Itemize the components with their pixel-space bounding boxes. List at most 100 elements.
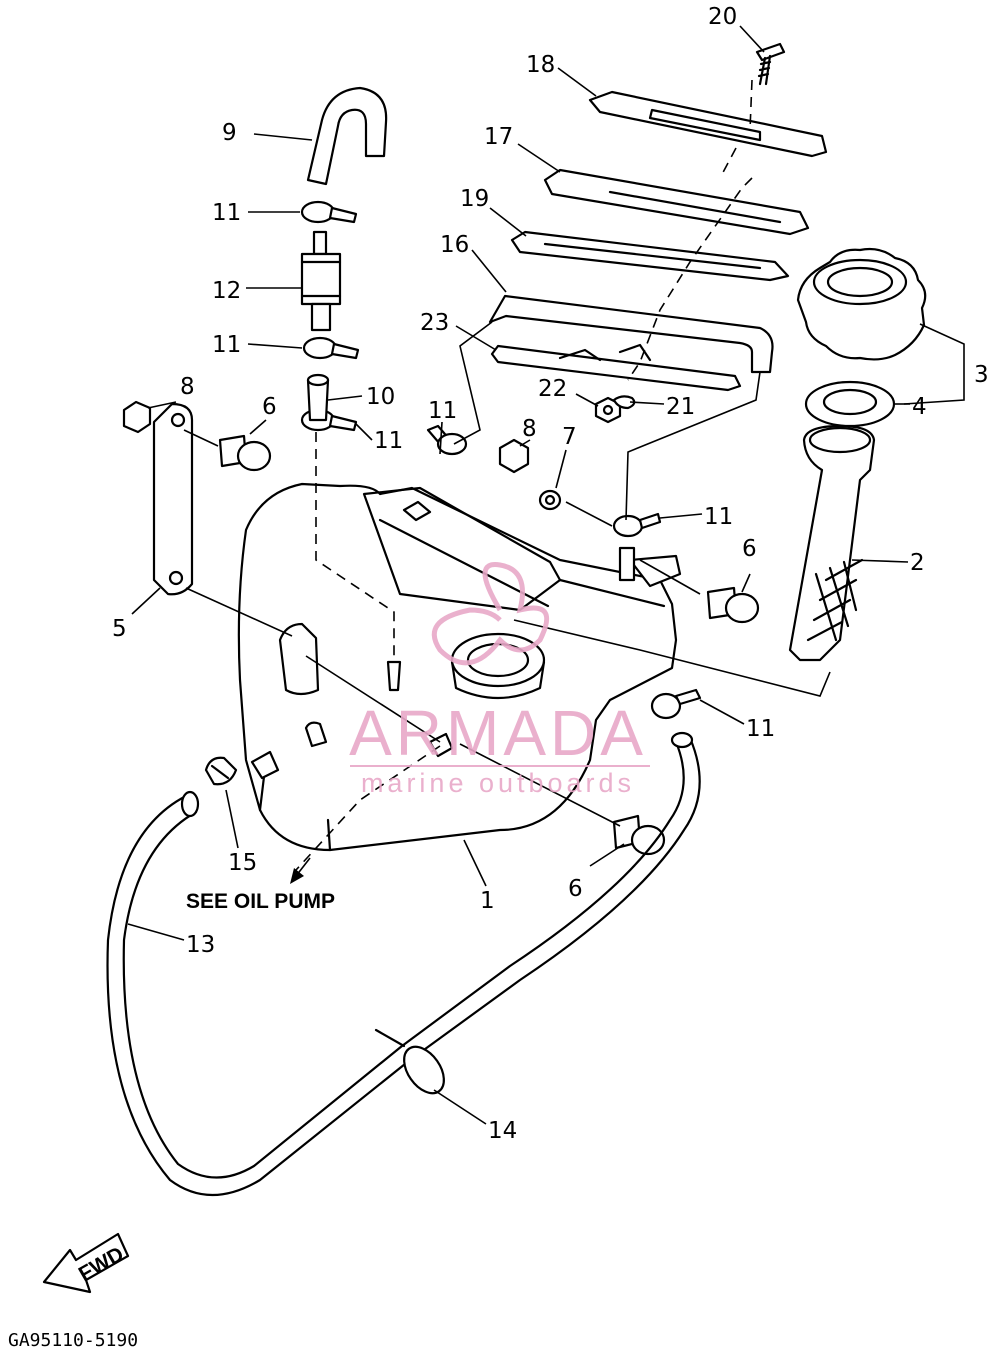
callout-18: 18 — [526, 52, 597, 97]
callout-2: 2 — [851, 550, 925, 576]
svg-text:15: 15 — [228, 850, 257, 876]
part-strainer-2 — [788, 424, 876, 662]
callout-11d: 11 — [428, 398, 457, 455]
callout-13: 13 — [127, 923, 215, 958]
part-clamp-11d — [426, 424, 468, 456]
watermark-tagline: marine outboards — [361, 768, 635, 798]
svg-text:6: 6 — [742, 536, 757, 562]
fwd-arrow: FWD — [42, 1232, 130, 1294]
part-tank-1 — [237, 482, 682, 852]
part-frame-17 — [543, 168, 810, 236]
svg-text:11: 11 — [428, 398, 457, 424]
callout-14: 14 — [433, 1089, 517, 1144]
svg-text:11: 11 — [374, 428, 403, 454]
callout-22: 22 — [538, 376, 599, 407]
svg-text:11: 11 — [212, 332, 241, 358]
svg-text:22: 22 — [538, 376, 567, 402]
svg-text:1: 1 — [480, 888, 495, 914]
callout-16: 16 — [440, 232, 507, 293]
callout-6c: 6 — [568, 843, 625, 902]
svg-text:4: 4 — [912, 394, 927, 420]
callout-11e: 11 — [659, 504, 733, 530]
callout-11b: 11 — [212, 332, 303, 358]
part-gasket-19 — [510, 230, 790, 282]
callout-19: 19 — [460, 186, 527, 237]
part-clip-21 — [612, 395, 636, 410]
watermark-brand: ARMADA — [349, 697, 647, 769]
part-clamp-11e — [612, 512, 662, 538]
callout-21: 21 — [629, 394, 695, 420]
callout-17: 17 — [484, 124, 561, 173]
callout-8b: 8 — [519, 416, 537, 447]
callout-6a: 6 — [249, 394, 277, 435]
svg-text:6: 6 — [568, 876, 583, 902]
callout-11c: 11 — [355, 423, 403, 454]
part-bolt-6b — [706, 586, 760, 624]
svg-text:11: 11 — [746, 716, 775, 742]
callout-7: 7 — [555, 424, 577, 489]
see-oil-pump-note: SEE OIL PUMP — [186, 857, 335, 913]
callout-11a: 11 — [212, 200, 300, 226]
part-filter-12 — [300, 230, 342, 332]
svg-text:17: 17 — [484, 124, 513, 150]
part-nut-8b — [498, 438, 530, 474]
callout-20: 20 — [708, 4, 765, 53]
drawing-code: GA95110-5190 — [8, 1330, 138, 1351]
svg-text:21: 21 — [666, 394, 695, 420]
svg-text:8: 8 — [522, 416, 537, 442]
svg-text:16: 16 — [440, 232, 469, 258]
part-screw-20 — [755, 42, 786, 86]
part-clamp-11f — [650, 688, 702, 720]
part-nut-8a — [122, 400, 152, 434]
svg-text:7: 7 — [562, 424, 577, 450]
callout-6b: 6 — [741, 536, 757, 593]
svg-text:SEE OIL PUMP: SEE OIL PUMP — [186, 890, 335, 913]
part-plate-23 — [490, 343, 742, 392]
svg-text:18: 18 — [526, 52, 555, 78]
svg-text:8: 8 — [180, 374, 195, 400]
part-strap-5 — [152, 402, 194, 596]
svg-text:13: 13 — [186, 932, 215, 958]
part-seal-4 — [804, 380, 896, 428]
watermark: ARMADA marine outboards — [349, 562, 650, 798]
callout-3: 3 — [903, 323, 989, 405]
callout-1: 1 — [463, 839, 495, 914]
callout-8a: 8 — [147, 374, 195, 409]
part-hose-13 — [106, 731, 701, 1196]
callout-15: 15 — [225, 789, 257, 876]
part-bolt-6c — [612, 814, 666, 856]
svg-text:5: 5 — [112, 616, 127, 642]
assembly-lines — [183, 79, 831, 871]
callout-12: 12 — [212, 278, 302, 304]
part-clamp-11a — [300, 200, 358, 224]
part-clip-15 — [204, 756, 238, 786]
callout-23: 23 — [420, 310, 497, 351]
part-hose-10 — [306, 373, 330, 422]
part-clamp-14 — [374, 1028, 445, 1095]
svg-text:3: 3 — [974, 362, 989, 388]
part-bolt-6a — [218, 434, 272, 472]
part-clamp-11b — [302, 336, 360, 360]
part-hose-9 — [306, 86, 388, 186]
svg-text:6: 6 — [262, 394, 277, 420]
callouts: 1 2 3 4 5 6 6 6 — [112, 4, 989, 1144]
svg-text:10: 10 — [366, 384, 395, 410]
part-plate-18 — [588, 90, 828, 158]
svg-text:11: 11 — [704, 504, 733, 530]
svg-text:20: 20 — [708, 4, 737, 30]
watermark-logo — [431, 562, 550, 666]
svg-text:2: 2 — [910, 550, 925, 576]
part-bracket-16 — [488, 294, 774, 374]
part-cap-3 — [796, 247, 927, 361]
svg-text:14: 14 — [488, 1118, 517, 1144]
part-nut-22 — [594, 396, 622, 424]
part-washer-7 — [538, 489, 562, 511]
callout-4: 4 — [894, 394, 927, 420]
svg-text:11: 11 — [212, 200, 241, 226]
svg-text:9: 9 — [222, 120, 237, 146]
callout-11f: 11 — [699, 699, 775, 742]
svg-text:19: 19 — [460, 186, 489, 212]
svg-text:12: 12 — [212, 278, 241, 304]
callout-5: 5 — [112, 587, 161, 642]
